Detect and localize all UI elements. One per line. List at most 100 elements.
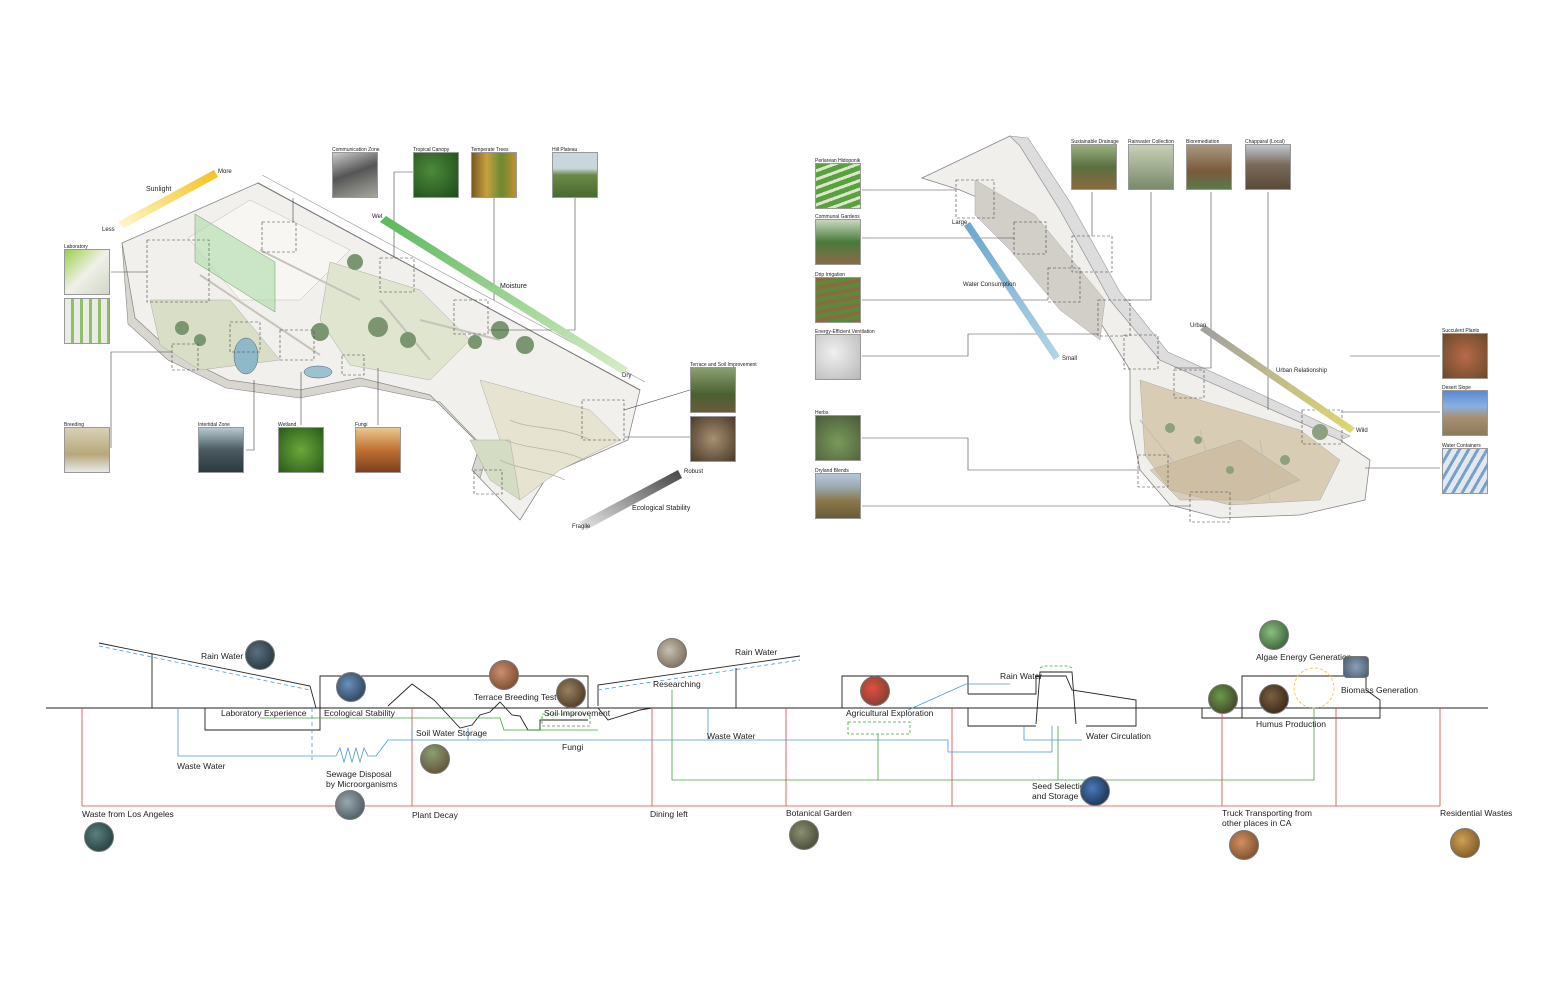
- label-truck-2: other places in CA: [1222, 818, 1292, 828]
- photo-fungi: [355, 427, 401, 473]
- label-seed-selection-2: and Storage: [1032, 791, 1079, 801]
- callout-boxes: [146, 221, 625, 495]
- photo-herbs: [815, 415, 861, 461]
- label-water-circulation: Water Circulation: [1086, 731, 1151, 741]
- section-diagram: [46, 642, 1488, 807]
- photo-label-communal-gardens: Communal Gardens: [815, 214, 860, 220]
- walkway-right: [1009, 135, 1351, 441]
- label-sewage-disposal-1: Sewage Disposal: [326, 769, 392, 779]
- label-algae-energy: Algae Energy Generation: [1256, 652, 1352, 662]
- circle-photo-truck: [1229, 830, 1259, 860]
- stability-label: Ecological Stability: [632, 505, 691, 512]
- circle-photo-biomass: [1343, 656, 1369, 678]
- circle-photo-sewage: [335, 790, 365, 820]
- label-fungi: Fungi: [562, 742, 584, 752]
- label-researching: Researching: [653, 679, 701, 689]
- photo-desert-slope: [1442, 390, 1488, 436]
- label-plant-decay: Plant Decay: [412, 810, 458, 820]
- leader-lines: [110, 171, 691, 451]
- rain-roof-2: [597, 659, 801, 691]
- circle-photo-rain-water: [245, 640, 275, 670]
- photo-dryland-blends: [815, 473, 861, 519]
- plan-left-edge: [121, 242, 489, 479]
- photo-sustainable-drainage: [1071, 144, 1117, 190]
- section-buildings: [98, 642, 1381, 731]
- terrace-contours: [499, 419, 591, 481]
- urban-relationship-label: Urban Relationship: [1276, 368, 1328, 374]
- circle-photo-soil-improvement: [556, 678, 586, 708]
- red-waste-lines: [81, 708, 1441, 807]
- photo-label-succulent-plants: Succulent Plants: [1442, 328, 1480, 334]
- circle-photo-botanical: [789, 820, 819, 850]
- label-ecological-stability: Ecological Stability: [324, 708, 395, 718]
- photo-tropical-canopy: [413, 152, 459, 198]
- photo-label-desert-slope: Desert Slope: [1442, 385, 1471, 391]
- photo-breeding: [64, 427, 110, 473]
- zone-tropical: [319, 261, 471, 381]
- sunlight-less-label: Less: [102, 227, 115, 233]
- photo-label-temperate-trees: Temperate Trees: [471, 147, 509, 153]
- photo-communal-gardens: [815, 219, 861, 265]
- circle-photo-terrace-breeding: [489, 660, 519, 690]
- green-lines: [260, 690, 1315, 781]
- moisture-bar: [380, 216, 628, 374]
- water-consumption-label: Water Consumption: [963, 282, 1016, 288]
- label-waste-water-1: Waste Water: [177, 761, 226, 771]
- photo-label-laboratory: Laboratory: [64, 244, 88, 250]
- blue-water-lines: [177, 708, 1082, 764]
- circle-photo-waste-la: [84, 822, 114, 852]
- rain-roof-3: [907, 683, 1010, 711]
- photo-label-herbs: Herbs: [815, 410, 829, 416]
- water-small-label: Small: [1062, 356, 1078, 362]
- label-dining-left: Dining left: [650, 809, 688, 819]
- moisture-wet-label: Wet: [372, 214, 383, 220]
- photo-label-dryland-blends: Dryland Blends: [815, 468, 849, 474]
- photo-label-rainwater-collection: Rainwater Collection: [1128, 139, 1174, 145]
- label-biomass-generation: Biomass Generation: [1341, 685, 1419, 695]
- label-humus-production: Humus Production: [1256, 719, 1326, 729]
- plan-right: [862, 135, 1440, 523]
- photo-label-tropical-canopy: Tropical Canopy: [413, 147, 450, 153]
- urban-label: Urban: [1190, 323, 1207, 329]
- moisture-label: Moisture: [500, 283, 527, 290]
- photo-label-drip-irrigation: Drip Irrigation: [815, 272, 846, 278]
- photo-bioremediation: [1186, 144, 1232, 190]
- circle-photo-ecological-stability: [336, 672, 366, 702]
- label-soil-improvement: Soil Improvement: [544, 708, 611, 718]
- photo-label-sustainable-drainage: Sustainable Drainage: [1071, 139, 1119, 145]
- circle-photo-algae: [1259, 620, 1289, 650]
- circle-photo-agricultural: [860, 676, 890, 706]
- photo-wetland: [278, 427, 324, 473]
- label-waste-la: Waste from Los Angeles: [82, 809, 174, 819]
- photo-label-hydroponic: Perlarean Hidoponik: [815, 158, 861, 164]
- photo-label-breeding: Breeding: [64, 422, 85, 428]
- photo-label-hill-plateau: Hill Plateau: [552, 147, 578, 153]
- photo-drip-irrigation: [815, 277, 861, 323]
- paths: [199, 249, 501, 361]
- photo-label-wetland: Wetland: [278, 422, 297, 428]
- walkway-edge: [257, 182, 641, 391]
- photo-laboratory-1: [64, 249, 110, 295]
- photo-label-fungi: Fungi: [355, 422, 368, 428]
- zone-terrace-right: [974, 179, 1106, 341]
- pond-small: [303, 365, 333, 379]
- trees: [175, 254, 534, 354]
- stability-fragile-label: Fragile: [572, 524, 591, 530]
- photo-succulent-plants: [1442, 333, 1488, 379]
- water-consumption-bar: [964, 222, 1060, 360]
- label-laboratory-experience: Laboratory Experience: [221, 708, 307, 718]
- photo-label-intertidal-zone: Intertidal Zone: [198, 422, 230, 428]
- circle-photo-soil-water: [420, 744, 450, 774]
- label-rain-water-1: Rain Water: [201, 651, 244, 661]
- label-residential-wastes: Residential Wastes: [1440, 808, 1513, 818]
- circle-photo-seed-selection: [1080, 776, 1110, 806]
- trees-right: [1165, 423, 1328, 474]
- label-soil-water-storage: Soil Water Storage: [416, 728, 488, 738]
- photo-hill-plateau: [552, 152, 598, 198]
- plan-left: [110, 170, 691, 530]
- water-large-label: Large: [952, 220, 968, 226]
- label-sewage-disposal-2: by Microorganisms: [326, 779, 398, 789]
- photo-rainwater-collection: [1128, 144, 1174, 190]
- photo-chapparal: [1245, 144, 1291, 190]
